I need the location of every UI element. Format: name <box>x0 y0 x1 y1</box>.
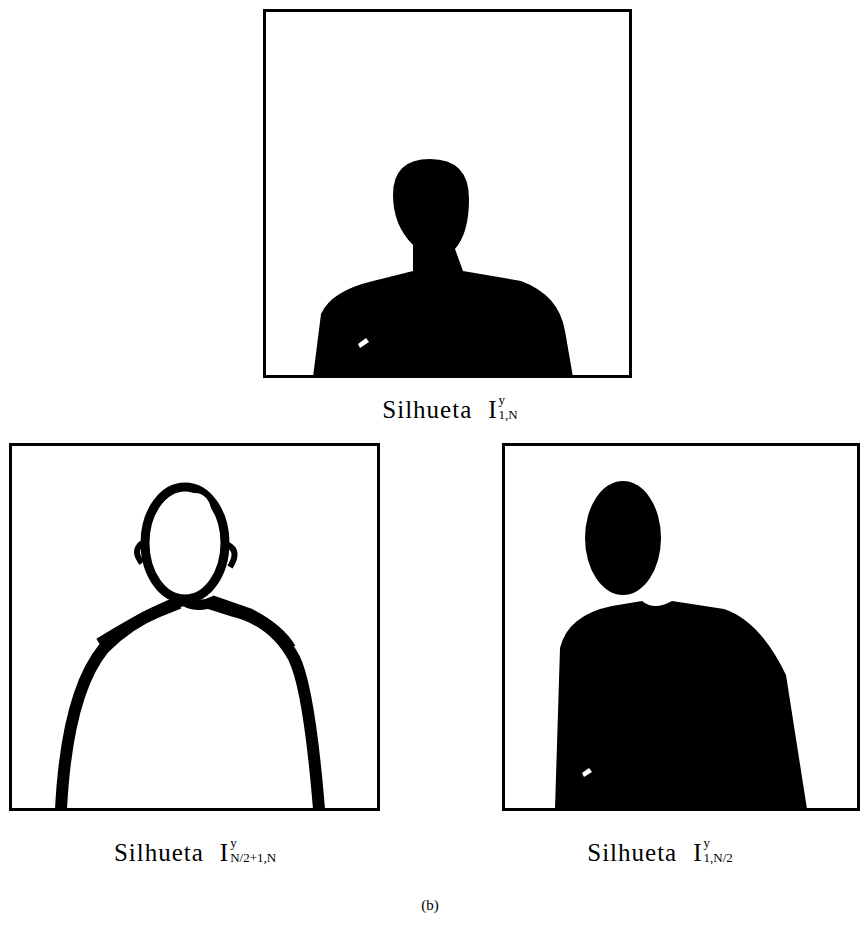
figure-caption: (b) <box>421 897 439 914</box>
superscript: y <box>499 393 518 406</box>
image-frame <box>502 443 860 811</box>
half-silhouette <box>555 481 807 809</box>
full-silhouette <box>313 159 573 377</box>
difference-silhouette <box>61 487 319 809</box>
silhouette-label: SilhuetaIyN/2+1,N <box>114 839 276 867</box>
index-stack: yN/2+1,N <box>230 842 276 864</box>
superscript: y <box>230 836 276 849</box>
label-word: Silhueta <box>587 839 677 867</box>
label-word: Silhueta <box>114 839 204 867</box>
label-word: Silhueta <box>382 396 472 424</box>
silhouette-label: SilhuetaIy1,N <box>382 396 517 424</box>
image-frame <box>9 443 380 811</box>
image-symbol: I <box>220 839 228 867</box>
image-symbol: I <box>488 396 496 424</box>
subscript: N/2+1,N <box>230 851 276 864</box>
superscript: y <box>704 836 733 849</box>
index-stack: y1,N/2 <box>704 842 733 864</box>
image-symbol: I <box>693 839 701 867</box>
subscript: 1,N/2 <box>704 851 733 864</box>
index-stack: y1,N <box>499 399 518 421</box>
silhouette-label: SilhuetaIy1,N/2 <box>587 839 733 867</box>
image-frame <box>263 9 632 378</box>
subscript: 1,N <box>499 408 518 421</box>
